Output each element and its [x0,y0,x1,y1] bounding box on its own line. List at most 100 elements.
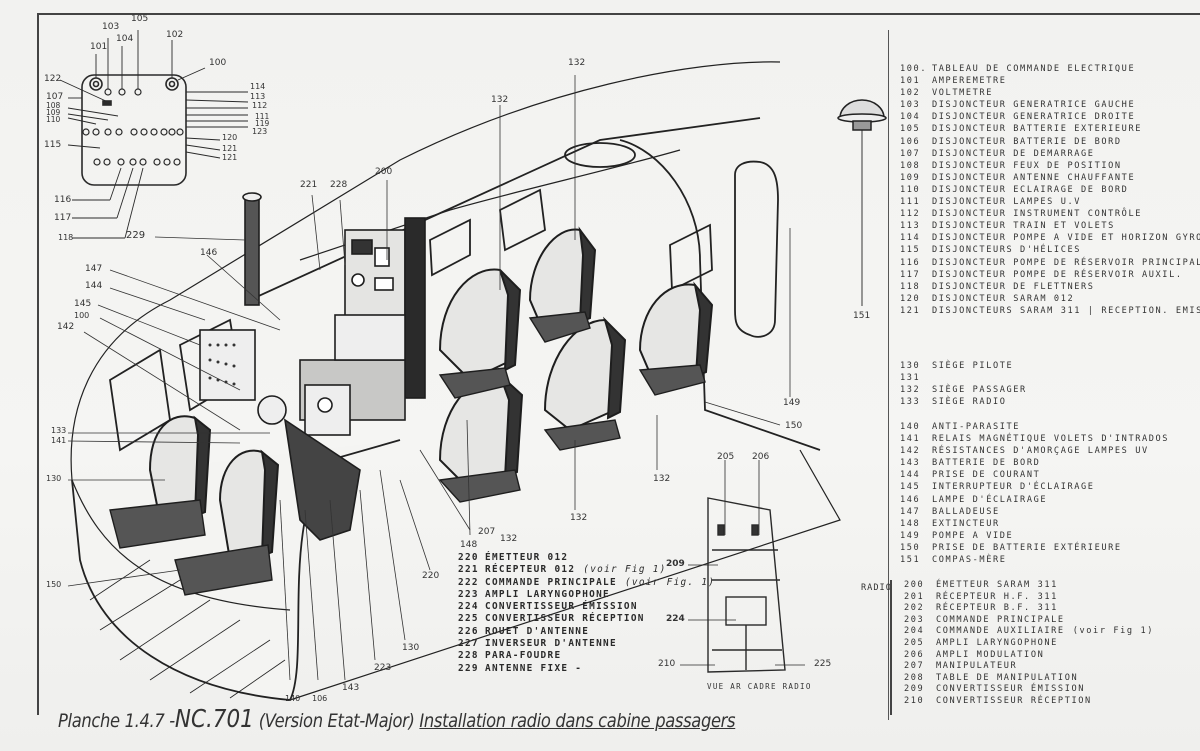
callout-111: 111 [255,112,270,121]
legend-label: Batterie de bord [932,458,1041,469]
rack-callout-205: 205 [717,452,735,462]
panel-outline [81,74,187,186]
callout-104: 104 [116,34,134,44]
legend-number: 105 [900,124,921,135]
callout-100-cabin: 100 [74,311,90,320]
legend-row: 121Disjoncteurs Saram 311 | Reception. E… [900,305,1200,317]
legend-number: 144 [900,470,921,481]
legend-number: 202 [904,603,925,614]
legend-label: Disjoncteur Saram 012 [932,293,1075,304]
callout-207: 207 [478,527,496,537]
rack-callout-206: 206 [752,452,770,462]
rack-callout-224: 224 [666,614,685,624]
callout-121a: 121 [222,144,238,153]
callout-114: 114 [250,82,266,91]
legend-number: 207 [904,661,925,672]
legend-label: Disjoncteur train et volets [932,221,1115,232]
callout-200: 200 [375,167,393,177]
legend-number: 221 [458,564,479,576]
legend-number: 151 [900,555,921,566]
legend-row: 113Disjoncteur train et volets [900,220,1200,232]
callout-147: 147 [85,264,103,274]
legend-number: 114 [900,233,921,244]
legend-label: Disjoncteur eclairage de bord [932,184,1129,195]
legend-label: Disjoncteur lampes U.V [932,197,1082,208]
radio-legend: 200Émetteur Saram 311201Récepteur H.F. 3… [904,580,1154,708]
legend-number: 209 [904,684,925,695]
legend-label: Disjoncteurs Saram 311 | Reception. Emis… [932,305,1200,316]
legend-number: 112 [900,209,921,220]
legend-label: Disjoncteur pompe de réservoir principal [932,257,1200,268]
legend-label: Commande principale [936,614,1065,625]
legend-row: 109Disjoncteur antenne chauffante [900,172,1200,184]
radio-rack-rear-view [680,460,805,673]
legend-number: 208 [904,672,925,683]
legend-number: 102 [900,88,921,99]
legend-number: 149 [900,530,921,541]
legend-row: 225Convertisseur réception [458,613,715,625]
legend-number: 228 [458,650,479,662]
callout-143: 143 [342,683,360,693]
legend-number: 206 [904,649,925,660]
passenger-seats [109,226,714,596]
legend-row: 112Disjoncteur instrument contrôle [900,208,1200,220]
legend-row: 105Disjoncteur batterie exterieure [900,123,1200,135]
legend-row: 130Siège pilote [900,360,1027,372]
legend-label: Disjoncteur generatrice gauche [932,100,1136,111]
legend-label: Disjoncteur feux de position [932,160,1122,171]
legend-number: 101 [900,76,921,87]
legend-label: Prise de courant [932,470,1041,481]
legend-label: Disjoncteur de flettners [932,281,1095,292]
legend-number: 120 [900,293,921,304]
legend-number: 143 [900,458,921,469]
legend-row: 207 Manipulateur [904,661,1154,673]
legend-label: Siège radio [932,397,1007,408]
saram-012-legend: 220Émetteur 012221Récepteur 012(voir Fig… [458,552,715,675]
legend-row: 223Ampli laryngophone [458,589,715,601]
callout-148: 148 [460,540,478,550]
legend-label: Convertisseur réception [936,695,1092,706]
legend-label: Para-foudre [485,650,562,662]
legend-label: Table de manipulation [936,672,1079,683]
legend-row: 142Résistances d'amorçage lampes UV [900,445,1169,457]
legend-label: Commande auxiliaire [936,626,1065,637]
callout-145: 145 [74,299,92,309]
rack-callout-210: 210 [658,659,676,669]
legend-row: 151Compas-mère [900,554,1169,566]
legend-label: Manipulateur [936,661,1018,672]
legend-row: 140Anti-parasite [900,421,1169,433]
legend-label: Ampli modulation [936,649,1045,660]
legend-number: 223 [458,588,479,600]
callout-150: 150 [46,580,62,589]
legend-note: (voir Fig 1) [1072,626,1155,637]
legend-row: 203Commande principale [904,615,1154,627]
legend-row: 147Balladeuse [900,506,1169,518]
legend-row: 131 [900,372,1027,384]
legend-label: Tableau de commande electrique [932,64,1136,74]
legend-label: Lampe d'éclairage [932,494,1048,505]
legend-label: Pompe a vide [932,530,1014,541]
legend-label: Voltmetre [932,88,993,99]
legend-label: Récepteur B.F. 311 [936,603,1058,614]
legend-row: 208 Table de manipulation [904,673,1154,685]
callout-119: 119 [255,119,270,128]
radio-section-tag: RADIO [861,583,892,593]
legend-number: 132 [900,385,921,396]
legend-row: 229Antenne fixe - [458,663,715,675]
legend-label: Disjoncteur generatrice droite [932,112,1136,123]
legend-divider [888,30,889,720]
callout-133: 133 [51,426,67,435]
legend-number: 205 [904,637,925,648]
callout-115: 115 [44,140,62,150]
callout-107: 107 [46,92,64,102]
equipment-legend: 140Anti-parasite141Relais magnétique vol… [900,421,1169,566]
legend-row: 107Disjoncteur de demarrage [900,148,1200,160]
legend-note: (voir Fig 1) [583,564,667,576]
callout-142: 142 [57,322,75,332]
legend-label: Émetteur Saram 311 [936,580,1058,590]
callout-132a: 132 [491,95,509,105]
legend-row: 222Commande principale(voir Fig. 1) [458,577,715,589]
legend-row: 117Disjoncteur pompe de réservoir auxil. [900,269,1200,281]
rack-view-caption: Vue AR cadre radio [707,682,812,691]
